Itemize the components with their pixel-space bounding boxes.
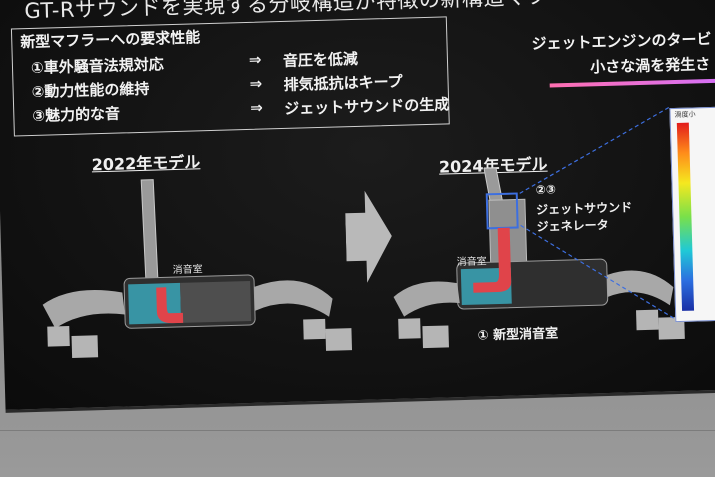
presentation-screen: GT-Rサウンドを実現する分岐構造が特徴の新構造マフ 新型マフラーへの要求性能 …: [0, 0, 715, 413]
vorticity-colorbar: [676, 122, 695, 311]
requirement-1: ①車外騒音法規対応: [30, 55, 164, 77]
requirement-1-effect: 音圧を低減: [282, 49, 359, 70]
callout-line-1: ジェットエンジンのタービ: [531, 29, 712, 54]
chamber-label-2022: 消音室: [172, 264, 203, 277]
requirement-1-arrow: ⇒: [248, 50, 262, 69]
accent-bar: [549, 78, 715, 88]
generator-label-line-1: ジェットサウンド: [535, 200, 633, 217]
zoom-lines: [519, 106, 676, 320]
requirement-3-effect: ジェットサウンドの生成: [284, 95, 450, 118]
requirement-3-arrow: ⇒: [249, 98, 264, 117]
requirements-heading: 新型マフラーへの要求性能: [20, 28, 201, 52]
requirement-2: ②動力性能の維持: [31, 79, 150, 101]
requirement-2-arrow: ⇒: [249, 74, 263, 93]
requirements-box: 新型マフラーへの要求性能 ①車外騒音法規対応 ⇒ 音圧を低減 ②動力性能の維持 …: [10, 16, 450, 137]
comparison-arrow-icon: [345, 190, 392, 283]
callout-line-2: 小さな渦を発生さ: [589, 55, 711, 77]
generator-number: ②③: [535, 182, 557, 197]
floor-seam: [0, 430, 715, 431]
model-2022-label: 2022年モデル: [91, 152, 201, 175]
generator-label-line-2: ジェネレータ: [536, 217, 609, 234]
new-chamber-label: ① 新型消音室: [477, 326, 559, 344]
vorticity-plot: 渦度小: [669, 106, 715, 323]
plot-title: 渦度小: [674, 110, 696, 120]
muffler-2024-illustration: [393, 167, 685, 349]
chamber-label-2024: 消音室: [456, 256, 487, 269]
requirement-3: ③魅力的な音: [32, 104, 121, 125]
muffler-2022-illustration: [42, 179, 353, 358]
requirement-2-effect: 排気抵抗はキープ: [283, 72, 403, 94]
